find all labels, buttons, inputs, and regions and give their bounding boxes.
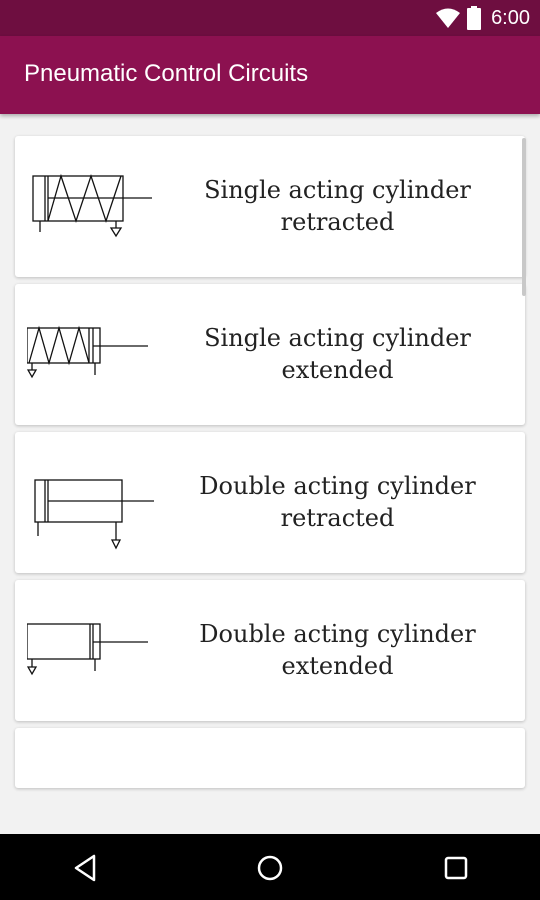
list-item-double-acting-retracted[interactable]: Double acting cylinder retracted bbox=[15, 432, 525, 573]
double-acting-cylinder-extended-symbol bbox=[27, 623, 148, 676]
item-title: Single acting cylinder bbox=[204, 324, 471, 352]
list-item-single-acting-extended[interactable]: Single acting cylinder extended bbox=[15, 284, 525, 425]
status-icons: 6:00 bbox=[435, 6, 530, 30]
double-acting-cylinder-retracted-symbol bbox=[34, 479, 154, 550]
app-bar: Pneumatic Control Circuits bbox=[0, 36, 540, 114]
recents-icon[interactable] bbox=[440, 852, 472, 884]
app-title: Pneumatic Control Circuits bbox=[24, 60, 309, 87]
status-time: 6:00 bbox=[491, 6, 530, 29]
item-label: Single acting cylinder extended bbox=[165, 322, 510, 386]
back-icon[interactable] bbox=[70, 852, 102, 884]
battery-icon bbox=[467, 6, 482, 30]
single-acting-cylinder-retracted-symbol bbox=[32, 173, 152, 238]
item-state: extended bbox=[281, 652, 394, 680]
item-label: Single acting cylinder retracted bbox=[165, 174, 510, 238]
list-item-double-acting-extended[interactable]: Double acting cylinder extended bbox=[15, 580, 525, 721]
item-label: Double acting cylinder retracted bbox=[165, 470, 510, 534]
list-item-partial[interactable] bbox=[15, 728, 525, 788]
item-title: Single acting cylinder bbox=[204, 176, 471, 204]
item-state: retracted bbox=[280, 208, 395, 236]
circuit-list[interactable]: Single acting cylinder retracted Single … bbox=[0, 114, 540, 834]
item-label: Double acting cylinder extended bbox=[165, 618, 510, 682]
item-title: Double acting cylinder bbox=[199, 620, 476, 648]
scrollbar[interactable] bbox=[522, 138, 526, 296]
wifi-icon bbox=[436, 8, 461, 28]
single-acting-cylinder-extended-symbol bbox=[27, 325, 148, 379]
item-title: Double acting cylinder bbox=[199, 472, 476, 500]
item-state: extended bbox=[281, 356, 394, 384]
list-item-single-acting-retracted[interactable]: Single acting cylinder retracted bbox=[15, 136, 525, 277]
item-state: retracted bbox=[280, 504, 395, 532]
navigation-bar bbox=[0, 834, 540, 900]
home-icon[interactable] bbox=[254, 852, 286, 884]
status-bar: 6:00 bbox=[0, 0, 540, 36]
